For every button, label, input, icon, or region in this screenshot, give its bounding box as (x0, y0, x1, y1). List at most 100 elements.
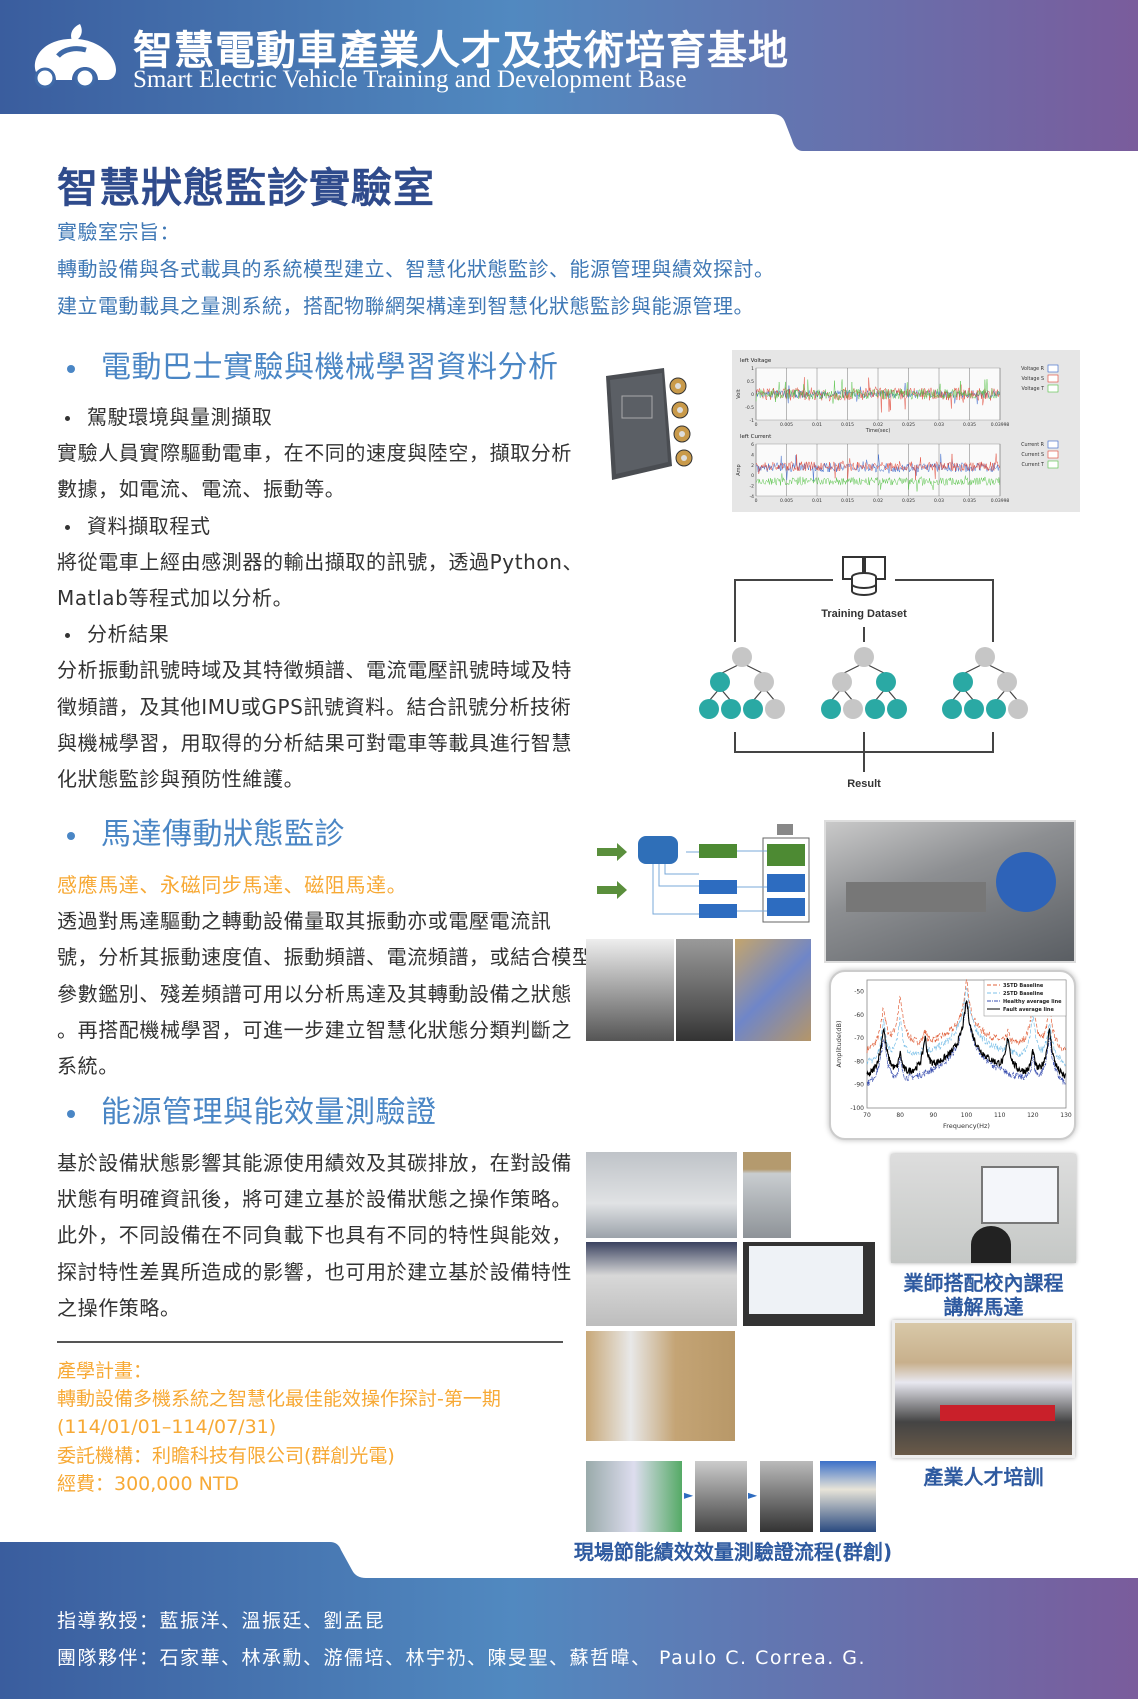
y-tick-label: -80 (854, 1058, 864, 1065)
arrow-right-icon: ► (748, 1488, 758, 1502)
motor-icon (638, 836, 678, 864)
legend-label: Healthy average line (1003, 999, 1062, 1005)
tree-node (854, 647, 874, 667)
sub-bullet: 駕駛環境與量測擷取 (57, 399, 577, 435)
section-body: 基於設備狀態影響其能源使用績效及其碳排放，在對設備狀態有明確資訊後，將可建立基於… (57, 1145, 577, 1326)
body-line: 將從電車上經由感測器的輸出擷取的訊號，透過Python、 (57, 549, 584, 574)
x-tick-label: 0.03998 (991, 498, 1010, 504)
legend-swatch (1047, 364, 1059, 373)
x-tick-label: 0.015 (841, 498, 854, 504)
x-tick-label: 0.02 (873, 498, 883, 504)
legend-label: Current R (1021, 442, 1045, 448)
legend-label: Current T (1022, 462, 1045, 468)
tree-node (843, 699, 863, 719)
x-axis-label: Frequency(Hz) (943, 1122, 990, 1130)
flow-photo-2 (695, 1461, 747, 1532)
x-tick-label: 0.005 (780, 422, 793, 428)
body-line: 化狀態監診與預防性維護。 (57, 767, 305, 792)
body-line: Matlab等程式加以分析。 (57, 586, 294, 611)
motor-test-bench-photo (824, 820, 1076, 963)
tree-node (721, 699, 741, 719)
y-tick-label: 4 (751, 452, 754, 458)
project-client: 委託機構：利瞻科技有限公司(群創光電) (57, 1444, 395, 1467)
header-subtitle: Smart Electric Vehicle Training and Deve… (133, 66, 687, 93)
project-label: 產學計畫： (57, 1360, 153, 1382)
ev-logo-icon (34, 24, 116, 89)
body-line: 數據，如電流、電流、振動等。 (57, 477, 346, 502)
x-tick-label: 90 (930, 1112, 938, 1119)
purpose-line: 建立電動載具之量測系統，搭配物聯網架構達到智慧化狀態監診與能源管理。 (57, 294, 754, 318)
body-line: 探討特性差異所造成的影響，也可用於建立基於設備特性 (57, 1259, 572, 1284)
y-tick-label: -60 (854, 1012, 864, 1019)
y-axis-label: Amp (736, 464, 742, 475)
sub-bullet: 分析結果 (57, 616, 577, 652)
body-line: 透過對馬達驅動之轉動設備量取其振動亦或電壓電流訊 (57, 909, 552, 934)
y-tick-label: 0.5 (747, 379, 754, 385)
x-tick-label: 100 (961, 1112, 973, 1119)
y-axis-label: Amplitude(dB) (835, 1021, 843, 1068)
divider (57, 1341, 563, 1343)
y-tick-label: 0 (751, 392, 754, 398)
legend-swatch (1047, 460, 1059, 469)
tree-node (942, 699, 962, 719)
tree-node (710, 672, 730, 692)
x-tick-label: 110 (994, 1112, 1006, 1119)
body-line: 徵頻譜，及其他IMU或GPS訊號資料。結合訊號分析技術 (57, 694, 572, 719)
x-tick-label: 120 (1027, 1112, 1039, 1119)
flow-photo-3 (760, 1461, 813, 1532)
lecture-caption-line: 講解馬達 (943, 1295, 1024, 1319)
series-line (755, 379, 1000, 404)
tree-node (699, 699, 719, 719)
y-tick-label: 0 (751, 473, 754, 479)
series-line (755, 453, 1000, 481)
legend-label: Fault average line (1003, 1007, 1054, 1013)
x-axis-label: Time(sec) (865, 428, 891, 434)
y-tick-label: -70 (854, 1035, 864, 1042)
x-tick-label: 0.025 (902, 498, 915, 504)
x-tick-label: 0.03998 (991, 422, 1010, 428)
flow-photo-1 (586, 1461, 682, 1532)
body-line: 狀態有明確資訊後，將可建立基於設備狀態之操作策略。 (57, 1187, 572, 1212)
legend-swatch (1047, 450, 1059, 459)
tree-node (765, 699, 785, 719)
series-line (866, 987, 1066, 1067)
bullet-dot (67, 831, 75, 840)
body-line: 參數鑑別、殘差頻譜可用以分析馬達及其轉動設備之狀態 (57, 981, 572, 1006)
sensor-photo (735, 939, 811, 1041)
x-tick-label: 0 (755, 422, 758, 428)
daq-device-image (606, 368, 693, 480)
lecture-caption: 業師搭配校內課程 講解馬達 (891, 1271, 1076, 1319)
result-label: Result (847, 778, 881, 790)
footer-band (0, 1542, 1138, 1699)
y-tick-label: 2 (751, 463, 754, 469)
arrow-icon (597, 843, 627, 899)
motor-photo (676, 939, 733, 1041)
duct-sensor-photo (743, 1152, 791, 1238)
x-tick-label: 0.015 (841, 422, 854, 428)
tree-node (832, 672, 852, 692)
computer-icon (777, 824, 793, 835)
project-budget: 經費：300,000 NTD (57, 1472, 240, 1495)
tree-node (1008, 699, 1028, 719)
packaged-devices-photo (586, 1331, 735, 1441)
lecture-caption-line: 業師搭配校內課程 (903, 1271, 1064, 1295)
dataset-icon (842, 556, 886, 596)
motor-measurement-diagram (597, 824, 810, 923)
body-line: 。再搭配機械學習，可進一步建立智慧化狀態分類判斷之 (57, 1017, 572, 1042)
section-heading-ev-bus: 電動巴士實驗與機械學習資料分析 (67, 346, 559, 390)
x-tick-label: 70 (863, 1112, 871, 1119)
tree-node (732, 647, 752, 667)
legend-label: Voltage R (1021, 366, 1045, 372)
panel-title: left Voltage (740, 358, 772, 364)
flow-caption: 現場節能績效效量測驗證流程(群創) (573, 1540, 893, 1564)
random-forest-diagram: Training Dataset Result (699, 556, 1028, 790)
training-dataset-label: Training Dataset (821, 608, 907, 620)
training-caption: 產業人才培訓 (923, 1465, 1044, 1489)
project-title: 轉動設備多機系統之智慧化最佳能效操作探討-第一期 (57, 1388, 501, 1411)
tree-node (876, 672, 896, 692)
x-tick-label: 0.005 (780, 498, 793, 504)
tree-node (964, 699, 984, 719)
tree-node (887, 699, 907, 719)
body-line: 之操作策略。 (57, 1295, 181, 1320)
